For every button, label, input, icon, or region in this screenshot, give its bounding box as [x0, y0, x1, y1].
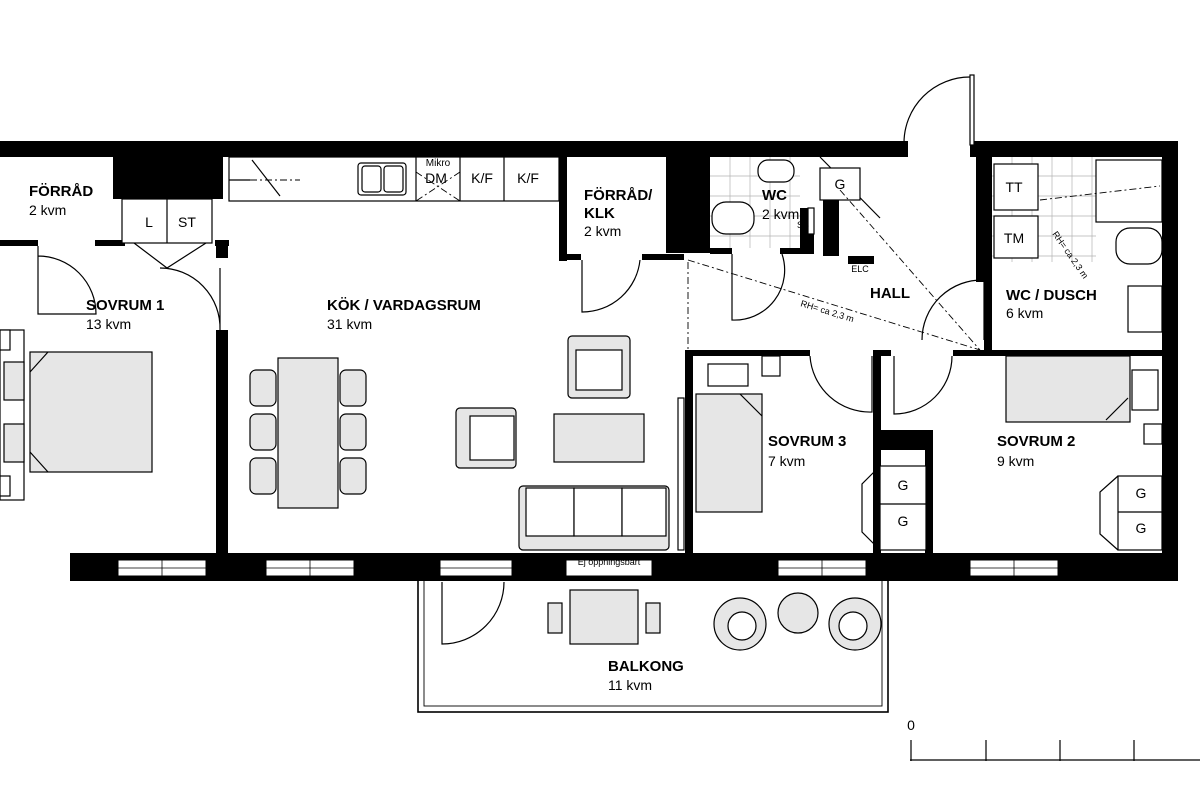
bed-sovrum1: [0, 329, 153, 501]
room-name-sovrum2: SOVRUM 2: [997, 433, 1075, 450]
window-note: Ej öppningsbart: [578, 557, 641, 567]
room-name-hall: HALL: [870, 285, 910, 302]
window-panes: [118, 560, 1058, 576]
room-area-sovrum3: 7 kvm: [768, 453, 805, 469]
svg-text:TM: TM: [1004, 230, 1024, 246]
svg-text:G: G: [898, 477, 909, 493]
room-area-sovrum1: 13 kvm: [86, 316, 131, 332]
svg-text:L: L: [145, 214, 153, 230]
svg-text:DM: DM: [425, 170, 447, 186]
balcony: [417, 579, 889, 713]
entrance-door: [903, 74, 975, 146]
room-name-balkong: BALKONG: [608, 658, 684, 675]
room-name-sovrum1: SOVRUM 1: [86, 297, 164, 314]
svg-text:SS: SS: [797, 220, 809, 230]
kitchen-counter: Mikro DM K/F K/F: [228, 156, 560, 202]
scale-bar: 0: [907, 717, 1200, 761]
balcony-chairs: [713, 592, 882, 651]
svg-text:K/F: K/F: [471, 170, 493, 186]
room-area-forrad1: 2 kvm: [29, 202, 66, 218]
svg-text:K/F: K/F: [517, 170, 539, 186]
room-name-sovrum3: SOVRUM 3: [768, 433, 846, 450]
room-area-sovrum2: 9 kvm: [997, 453, 1034, 469]
windows: [117, 559, 1059, 577]
room-name-forrad1: FÖRRÅD: [29, 183, 93, 200]
svg-text:G: G: [1136, 485, 1147, 501]
sovrum2-furniture: G G: [1005, 355, 1163, 551]
bathroom: TT TM RH= ca 2,3 m: [992, 157, 1163, 333]
sovrum3-furniture: G G: [695, 355, 927, 551]
svg-text:G: G: [898, 513, 909, 529]
wc-room: SS G ELC: [710, 157, 874, 274]
room-area-balkong: 11 kvm: [608, 677, 652, 693]
room-area-wcdusch: 6 kvm: [1006, 305, 1043, 321]
svg-text:ST: ST: [178, 214, 196, 230]
room-name-kok: KÖK / VARDAGSRUM: [327, 297, 481, 314]
room-area-kok: 31 kvm: [327, 316, 372, 332]
bath-ceiling-height: RH= ca 2,3 m: [1050, 229, 1090, 280]
living-furniture: [455, 335, 685, 551]
svg-text:G: G: [1136, 520, 1147, 536]
linen-closet: L ST: [121, 198, 213, 269]
dining-table: [249, 357, 367, 509]
room-area-wc: 2 kvm: [762, 206, 799, 222]
room-area-forrad2: 2 kvm: [584, 223, 621, 239]
balcony-table: [547, 589, 661, 645]
svg-text:TT: TT: [1005, 179, 1023, 195]
door-swings: [37, 156, 985, 415]
room-name-wcdusch: WC / DUSCH: [1006, 287, 1097, 304]
svg-text:Mikro: Mikro: [426, 158, 451, 169]
room-name-wc: WC: [762, 187, 787, 204]
room-name-forrad2-line2: KLK: [584, 205, 615, 222]
scale-zero: 0: [907, 717, 915, 733]
svg-text:ELC: ELC: [851, 264, 869, 274]
hall-ceiling-height: RH= ca 2,3 m: [799, 298, 855, 324]
svg-text:G: G: [835, 176, 846, 192]
room-name-forrad2-line1: FÖRRÅD/: [584, 187, 653, 204]
room-labels: FÖRRÅD 2 kvm SOVRUM 1 13 kvm KÖK / VARDA…: [29, 183, 1097, 693]
